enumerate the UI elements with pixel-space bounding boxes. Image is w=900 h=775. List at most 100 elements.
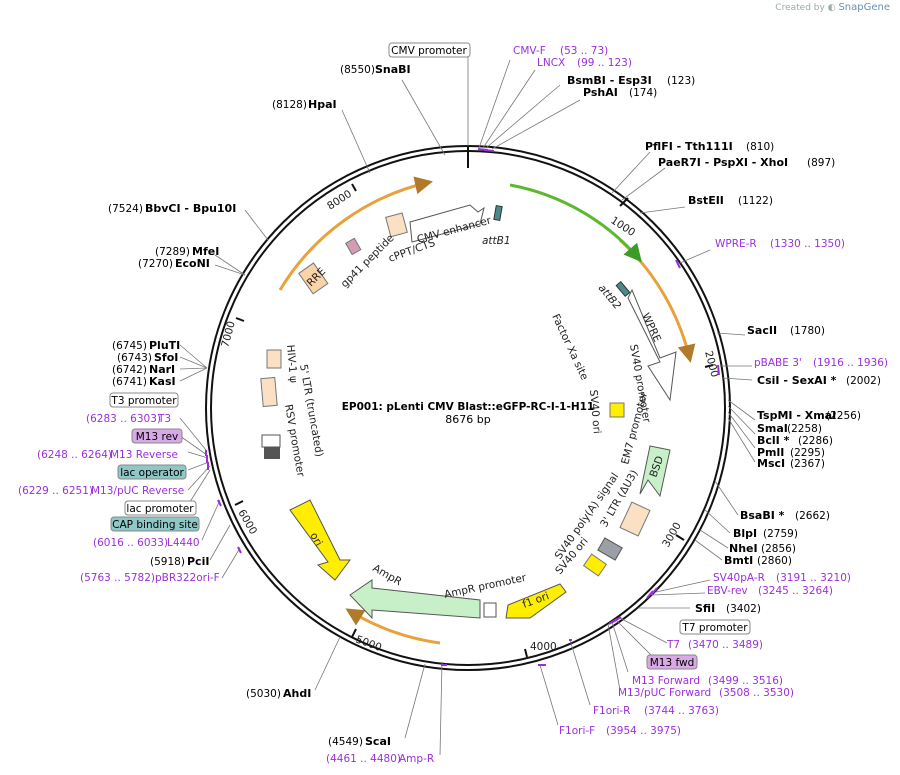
site-name[interactable]: PmlI (757, 446, 784, 459)
site-name[interactable]: TspMI - XmaI (757, 409, 836, 422)
site-name[interactable]: SfiI (695, 602, 715, 615)
feature-label: HIV-1 ψ (284, 344, 299, 383)
primer-name[interactable]: LNCX (537, 57, 565, 69)
feature-shapes (260, 204, 677, 620)
site-pos: (897) (807, 157, 835, 169)
primer-range: (53 .. 73) (560, 45, 608, 57)
ltr5-shape (260, 376, 278, 408)
orf-arc (345, 608, 441, 645)
site-name[interactable]: AhdI (283, 687, 311, 700)
ampr-promoter-shape (483, 602, 497, 618)
primer-name[interactable]: WPRE-R (715, 238, 757, 250)
primer-range: (4461 .. 4480) (326, 753, 401, 765)
feature-label: ori (307, 531, 324, 549)
box-label-text: CAP binding site (112, 519, 198, 531)
primer-name[interactable]: F1ori-F (559, 725, 595, 737)
primer-name[interactable]: pBABE 3' (754, 357, 802, 369)
ampr-shape (349, 579, 481, 620)
site-name[interactable]: PaeR7I - PspXI - XhoI (658, 156, 788, 169)
tick-label: 6000 (235, 508, 259, 537)
site-name[interactable]: BstEII (688, 194, 724, 207)
box-t7-promoter[interactable] (679, 619, 751, 635)
site-name[interactable]: ScaI (365, 735, 391, 748)
bsd-shape (639, 445, 671, 498)
site-name[interactable]: CsiI - SexAI * (757, 374, 837, 387)
primer-name[interactable]: M13 Forward (632, 675, 700, 687)
site-name[interactable]: KasI (149, 375, 176, 388)
site-pos: (2256) (826, 410, 861, 422)
site-name[interactable]: SacII (747, 324, 777, 337)
primer-name[interactable]: CMV-F (513, 45, 546, 57)
primer-name[interactable]: Amp-R (399, 753, 434, 765)
site-name[interactable]: PciI (187, 555, 209, 568)
site-name[interactable]: BsmBI - Esp3I (567, 74, 652, 87)
primer-range: (5763 .. 5782) (80, 572, 155, 584)
site-pos: (2856) (761, 543, 796, 555)
box-label-text: T7 promoter (681, 622, 748, 634)
site-pos: (1780) (790, 325, 825, 337)
site-name[interactable]: NarI (149, 363, 175, 376)
box-label-text: M13 fwd (650, 657, 695, 669)
site-name[interactable]: BbvCI - Bpu10I (145, 202, 236, 215)
sv40pa-shape (597, 537, 623, 561)
primer-name[interactable]: T7 (666, 639, 680, 651)
site-name[interactable]: BsaBI * (740, 509, 785, 522)
site-name[interactable]: MscI (757, 457, 785, 470)
site-name[interactable]: NheI (729, 542, 758, 555)
primer-name[interactable]: L4440 (167, 537, 200, 549)
watermark-brand: SnapGene (838, 2, 890, 13)
box-cap-binding-site[interactable] (110, 516, 200, 532)
site-pos: (6743) (117, 352, 152, 364)
primer-range: (3191 .. 3210) (776, 572, 851, 584)
box-t3-promoter[interactable] (109, 392, 179, 408)
primer-range: (3508 .. 3530) (719, 687, 794, 699)
site-name[interactable]: MfeI (192, 245, 219, 258)
primer-name[interactable]: pBR322ori-F (155, 572, 220, 584)
site-pos: (2286) (798, 435, 833, 447)
site-pos: (6745) (112, 340, 147, 352)
primer-name[interactable]: SV40pA-R (713, 572, 765, 584)
site-pos: (7524) (108, 203, 143, 215)
primer-name[interactable]: T3 (157, 413, 171, 425)
primer-range: (99 .. 123) (577, 57, 632, 69)
site-pos: (5918) (150, 556, 185, 568)
leader-lines (179, 55, 756, 756)
site-name[interactable]: PflFI - Tth111I (645, 140, 733, 153)
site-name[interactable]: PshAI (583, 86, 618, 99)
site-name[interactable]: PluTI (149, 339, 180, 352)
primer-range: (3744 .. 3763) (644, 705, 719, 717)
box-lac-operator[interactable] (117, 464, 187, 480)
primer-range: (6229 .. 6251) (18, 485, 93, 497)
plasmid-name: EP001: pLenti CMV Blast::eGFP-RC-I-1-H11 (342, 401, 595, 413)
primer-name[interactable]: M13 Reverse (110, 449, 178, 461)
site-pos: (2759) (763, 528, 798, 540)
box-m13-rev[interactable] (131, 428, 183, 444)
f1ori-shape (505, 583, 567, 619)
primer-name[interactable]: F1ori-R (593, 705, 630, 717)
box-m13-fwd[interactable] (646, 654, 698, 670)
site-name[interactable]: SnaBI (375, 63, 411, 76)
box-label-text: lac promoter (126, 503, 194, 515)
tick-label: 1000 (608, 214, 637, 239)
primer-name[interactable]: M13/pUC Forward (618, 687, 711, 699)
tick-label: 2000 (702, 350, 721, 379)
site-name[interactable]: HpaI (308, 98, 337, 111)
box-cmv-promoter[interactable] (388, 42, 471, 58)
site-name[interactable]: SmaI (757, 422, 788, 435)
site-pos: (810) (746, 141, 774, 153)
site-name[interactable]: BlpI (733, 527, 757, 540)
site-pos: (2860) (757, 555, 792, 567)
primer-name[interactable]: EBV-rev (707, 585, 748, 597)
site-name[interactable]: SfoI (154, 351, 178, 364)
sv40ori2-shape (582, 553, 608, 577)
box-lac-promoter[interactable] (124, 500, 197, 516)
site-name[interactable]: BmtI (724, 554, 753, 567)
primer-name[interactable]: M13/pUC Reverse (91, 485, 184, 497)
site-name[interactable]: EcoNI (175, 257, 210, 270)
feature-label: AmpR promoter (443, 572, 528, 601)
primer-range: (1330 .. 1350) (770, 238, 845, 250)
site-name[interactable]: BclI * (757, 434, 790, 447)
site-pos: (3402) (726, 603, 761, 615)
site-pos: (6741) (112, 376, 147, 388)
